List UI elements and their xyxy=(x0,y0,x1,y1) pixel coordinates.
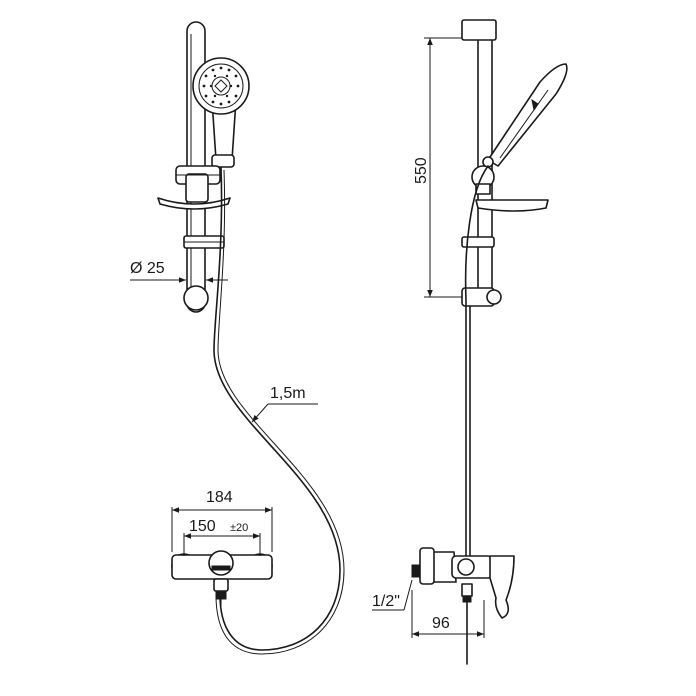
dim-label-projection: 96 xyxy=(432,615,450,632)
side-clamp xyxy=(461,236,495,248)
front-soap-dish xyxy=(157,197,231,210)
dim-inlet-spacing: 150 ±20 xyxy=(183,518,261,556)
dim-projection: 96 xyxy=(411,590,485,638)
dim-hose-length: 1,5m xyxy=(251,385,318,423)
front-slider-holder xyxy=(175,165,221,203)
side-hand-shower xyxy=(482,63,568,168)
dim-label-inlet-tolerance: ±20 xyxy=(230,522,248,534)
dim-label-mixer-width: 184 xyxy=(206,489,233,506)
side-bottom-bracket xyxy=(461,287,502,307)
dim-mixer-width: 184 xyxy=(171,489,273,552)
front-mixer xyxy=(171,550,273,610)
dim-label-rail-diameter: Ø 25 xyxy=(130,260,165,277)
front-view: Ø 25 1,5m 184 150 ±20 xyxy=(130,21,345,655)
side-view: 550 1/2" 96 xyxy=(372,19,568,665)
dim-label-rail-height: 550 xyxy=(413,157,430,184)
side-slider-holder xyxy=(471,165,495,195)
dim-rail-height: 550 xyxy=(413,37,462,298)
dim-inlet-thread: 1/2" xyxy=(372,579,413,611)
dim-label-hose-length: 1,5m xyxy=(270,385,306,402)
front-hose xyxy=(213,166,341,651)
dim-label-inlet-thread: 1/2" xyxy=(372,593,400,610)
dim-rail-diameter: Ø 25 xyxy=(130,250,228,285)
side-mixer xyxy=(411,547,515,665)
side-hose xyxy=(464,165,489,561)
dim-label-inlet-spacing: 150 xyxy=(189,518,216,535)
front-hose-inner xyxy=(215,169,345,655)
front-bottom-bracket xyxy=(183,285,209,311)
front-lower-clamp xyxy=(183,235,225,249)
side-soap-dish xyxy=(475,199,549,212)
front-hand-shower xyxy=(192,57,250,168)
